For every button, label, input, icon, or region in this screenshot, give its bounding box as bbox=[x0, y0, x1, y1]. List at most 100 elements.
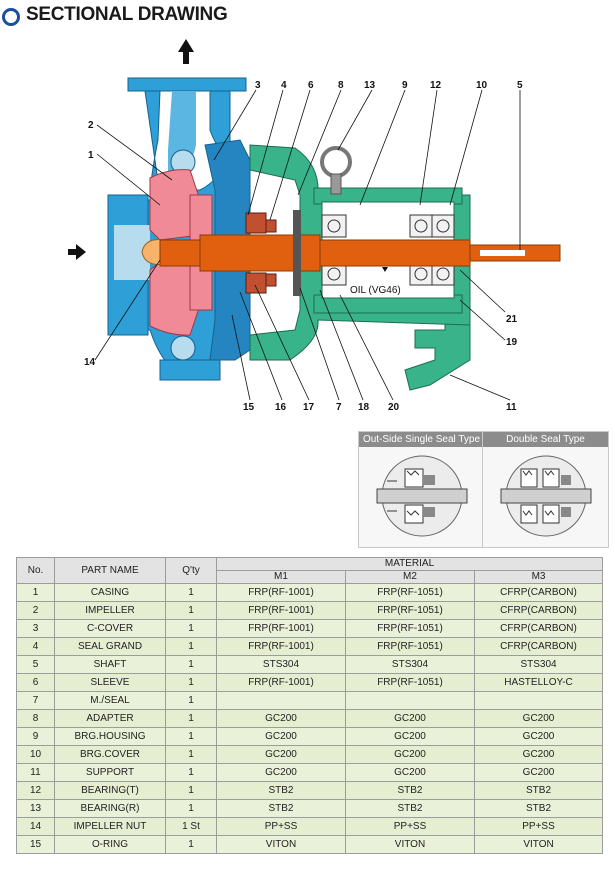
table-cell-m2: FRP(RF-1051) bbox=[345, 619, 475, 638]
callout-2: 2 bbox=[88, 120, 94, 131]
table-cell-m1: PP+SS bbox=[216, 817, 346, 836]
table-cell-m1: FRP(RF-1001) bbox=[216, 619, 346, 638]
callout-11: 11 bbox=[506, 402, 517, 413]
callout-14: 14 bbox=[84, 357, 96, 368]
table-cell-no: 15 bbox=[16, 835, 55, 854]
table-cell-m2: FRP(RF-1051) bbox=[345, 637, 475, 656]
table-cell-name: SEAL GRAND bbox=[54, 637, 166, 656]
volute-lower bbox=[170, 335, 196, 361]
pump-sectional-drawing: OIL (VG46) 1 2 3 4 6 8 13 9 12 10 5 21 1… bbox=[68, 39, 561, 413]
table-cell-no: 14 bbox=[16, 817, 55, 836]
table-cell-m3: VITON bbox=[473, 835, 604, 854]
header-material: MATERIAL bbox=[215, 557, 604, 571]
table-cell-m3: STS304 bbox=[473, 655, 604, 674]
table-cell-m2: FRP(RF-1051) bbox=[345, 673, 475, 692]
table-cell-m1: FRP(RF-1001) bbox=[216, 601, 346, 620]
table-cell-m1: FRP(RF-1001) bbox=[216, 583, 346, 602]
table-cell-no: 13 bbox=[16, 799, 55, 818]
seal-type-double: Double Seal Type bbox=[482, 431, 609, 548]
table-cell-name: C-COVER bbox=[54, 619, 166, 638]
table-cell-qty: 1 bbox=[165, 745, 217, 764]
double-seal-illustration bbox=[500, 455, 591, 537]
callout-6: 6 bbox=[308, 80, 314, 91]
callout-17: 17 bbox=[303, 402, 315, 413]
table-cell-m3: STB2 bbox=[473, 799, 604, 818]
callout-10: 10 bbox=[476, 80, 488, 91]
callout-1: 1 bbox=[88, 150, 94, 161]
mechanical-seal bbox=[245, 212, 277, 294]
callout-7: 7 bbox=[336, 402, 342, 413]
header-m1: M1 bbox=[216, 570, 346, 584]
suction-arrow-icon bbox=[68, 244, 86, 260]
header-m3: M3 bbox=[473, 570, 604, 584]
table-cell-no: 12 bbox=[16, 781, 55, 800]
table-cell-no: 8 bbox=[16, 709, 55, 728]
oil-label: OIL (VG46) bbox=[350, 285, 401, 296]
table-cell-m1: FRP(RF-1001) bbox=[216, 673, 346, 692]
table-cell-m1: FRP(RF-1001) bbox=[216, 637, 346, 656]
callout-3: 3 bbox=[255, 80, 261, 91]
callout-15: 15 bbox=[243, 402, 255, 413]
table-cell-m2: STS304 bbox=[345, 655, 475, 674]
callout-4: 4 bbox=[281, 80, 287, 91]
table-cell-no: 3 bbox=[16, 619, 55, 638]
table-cell-name: BRG.HOUSING bbox=[54, 727, 166, 746]
table-cell-m2: STB2 bbox=[345, 781, 475, 800]
table-cell-qty: 1 bbox=[165, 781, 217, 800]
table-cell-m1: STB2 bbox=[216, 781, 346, 800]
callout-13: 13 bbox=[364, 80, 376, 91]
table-cell-qty: 1 bbox=[165, 691, 217, 710]
table-cell-qty: 1 bbox=[165, 835, 217, 854]
table-cell-m3: PP+SS bbox=[473, 817, 604, 836]
table-cell-m1: GC200 bbox=[216, 727, 346, 746]
table-cell-qty: 1 bbox=[165, 799, 217, 818]
table-cell-qty: 1 bbox=[165, 655, 217, 674]
outside-single-seal-illustration bbox=[376, 455, 467, 537]
table-cell-m3 bbox=[473, 691, 604, 710]
seal-type-outside-single-title: Out-Side Single Seal Type bbox=[359, 432, 484, 447]
table-cell-qty: 1 bbox=[165, 637, 217, 656]
callout-20: 20 bbox=[388, 402, 400, 413]
table-cell-no: 1 bbox=[16, 583, 55, 602]
table-cell-name: CASING bbox=[54, 583, 166, 602]
table-cell-name: O-RING bbox=[54, 835, 166, 854]
table-cell-m3: GC200 bbox=[473, 763, 604, 782]
table-cell-qty: 1 bbox=[165, 601, 217, 620]
table-cell-m3: CFRP(CARBON) bbox=[473, 619, 604, 638]
header-m2: M2 bbox=[345, 570, 475, 584]
oil-slinger bbox=[293, 210, 301, 296]
callout-5: 5 bbox=[517, 80, 523, 91]
table-cell-m2: FRP(RF-1051) bbox=[345, 601, 475, 620]
table-cell-m1: VITON bbox=[216, 835, 346, 854]
table-cell-no: 2 bbox=[16, 601, 55, 620]
table-cell-name: SUPPORT bbox=[54, 763, 166, 782]
table-cell-m1: STB2 bbox=[216, 799, 346, 818]
table-cell-m1: GC200 bbox=[216, 745, 346, 764]
table-cell-m1: GC200 bbox=[216, 763, 346, 782]
impeller bbox=[149, 169, 213, 336]
table-cell-m2 bbox=[345, 691, 475, 710]
table-cell-qty: 1 bbox=[165, 673, 217, 692]
callout-8: 8 bbox=[338, 80, 344, 91]
table-cell-qty: 1 bbox=[165, 763, 217, 782]
seal-type-double-title: Double Seal Type bbox=[483, 432, 608, 447]
table-cell-name: BEARING(T) bbox=[54, 781, 166, 800]
page-header: SECTIONAL DRAWING bbox=[0, 0, 615, 34]
table-cell-m3: CFRP(CARBON) bbox=[473, 601, 604, 620]
callout-9: 9 bbox=[402, 80, 408, 91]
callout-19: 19 bbox=[506, 337, 518, 348]
callout-18: 18 bbox=[358, 402, 370, 413]
table-cell-name: M./SEAL bbox=[54, 691, 166, 710]
table-cell-no: 7 bbox=[16, 691, 55, 710]
